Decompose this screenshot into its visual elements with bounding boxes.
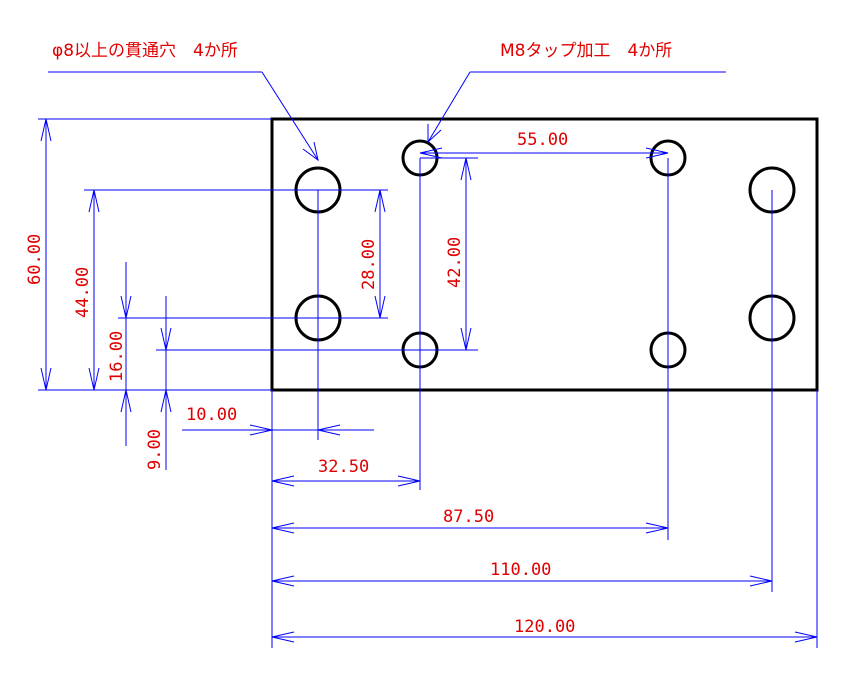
dimension-120-label: 120.00 xyxy=(514,617,575,637)
dimension-10: 10.00 xyxy=(182,405,374,436)
dimension-9: 9.00 xyxy=(145,327,172,470)
dimension-16-label: 16.00 xyxy=(107,331,127,382)
note-tap: M8タップ加工 4か所 xyxy=(427,41,726,144)
dimension-60: 60.00 xyxy=(25,118,52,391)
dimension-60-label: 60.00 xyxy=(25,234,45,285)
dimension-55: 55.00 xyxy=(419,130,669,159)
dimension-44: 44.00 xyxy=(73,189,100,391)
dimension-44-label: 44.00 xyxy=(73,267,93,318)
dimension-28: 28.00 xyxy=(359,189,386,319)
leader-arrow-icon xyxy=(427,124,442,144)
dimension-42-label: 42.00 xyxy=(445,237,465,288)
leader-arrow-icon xyxy=(302,141,319,162)
dimension-55-label: 55.00 xyxy=(517,130,568,150)
dimension-32-5: 32.50 xyxy=(271,457,421,487)
dimension-110: 110.00 xyxy=(271,560,773,587)
note-tap-text: M8タップ加工 4か所 xyxy=(500,41,672,61)
dimension-32-5-label: 32.50 xyxy=(318,457,369,477)
dimension-87-5-label: 87.50 xyxy=(443,507,494,527)
plate-outline xyxy=(270,117,819,392)
dimension-9-label: 9.00 xyxy=(145,429,165,470)
dimension-42: 42.00 xyxy=(445,157,472,351)
dimension-120: 120.00 xyxy=(271,617,818,643)
dimension-16: 16.00 xyxy=(107,295,132,413)
extension-lines-horizontal xyxy=(38,118,478,391)
note-through-hole: φ8以上の貫通穴 4か所 xyxy=(48,41,319,162)
dimension-10-label: 10.00 xyxy=(186,405,237,425)
dimension-87-5: 87.50 xyxy=(271,507,669,534)
dimension-28-label: 28.00 xyxy=(359,239,379,290)
note-through-hole-text: φ8以上の貫通穴 4か所 xyxy=(52,41,238,61)
extension-lines-vertical xyxy=(125,158,818,648)
dimension-110-label: 110.00 xyxy=(490,560,551,580)
